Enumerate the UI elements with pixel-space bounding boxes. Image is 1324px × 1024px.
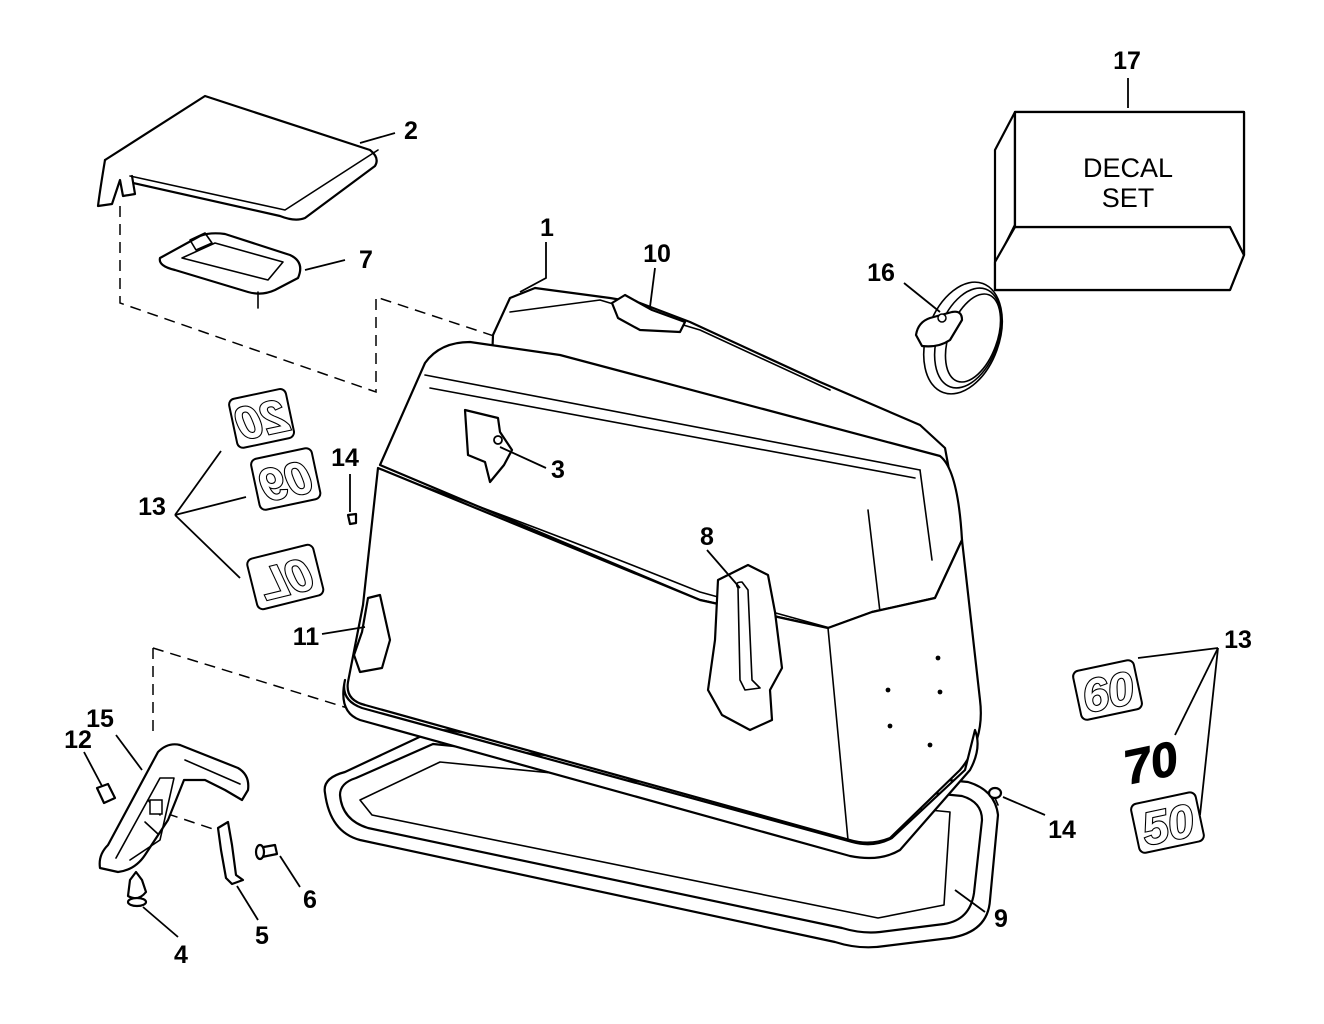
- decal-box-line2: SET: [1102, 183, 1155, 213]
- screw-part-14-left: [346, 512, 358, 526]
- callout-3: 3: [551, 456, 565, 484]
- decals-right-part-13: 60 70 50: [1072, 659, 1205, 856]
- leader-lines: [83, 78, 1219, 938]
- assembly-dashed-lines: [119, 206, 501, 833]
- callout-6: 6: [303, 886, 317, 914]
- decal-right-1: 60: [1078, 661, 1139, 723]
- callout-8: 8: [700, 523, 714, 551]
- callout-14-left: 14: [331, 444, 359, 472]
- rear-latch-part-10: [610, 293, 687, 334]
- callout-11: 11: [293, 623, 320, 651]
- decal-right-3: 50: [1137, 794, 1198, 856]
- callout-12: 12: [64, 726, 92, 754]
- gasket-ring-part-7: [158, 232, 302, 309]
- side-plate-part-11: [352, 593, 392, 674]
- engine-cowl-part-1: [342, 340, 982, 860]
- callout-17: 17: [1113, 47, 1141, 75]
- bracket-part-15: [98, 743, 250, 874]
- callout-1: 1: [540, 214, 554, 242]
- screw-part-14-right: [987, 786, 1003, 806]
- callout-13-left: 13: [138, 493, 166, 521]
- decal-box-line1: DECAL: [1083, 153, 1173, 183]
- callout-16: 16: [867, 259, 895, 287]
- decal-left-2: 09: [255, 450, 316, 512]
- callout-13-right: 13: [1224, 626, 1252, 654]
- decal-set-box-part-17: DECAL SET: [993, 110, 1246, 292]
- callout-15: 15: [86, 705, 114, 733]
- spring-clip-part-5: [216, 820, 245, 886]
- decal-right-2: 70: [1119, 732, 1183, 795]
- callout-10: 10: [643, 240, 671, 268]
- callout-7: 7: [359, 246, 373, 274]
- clip-part-12: [95, 782, 117, 805]
- decal-left-1: 20: [231, 388, 293, 450]
- cable-coil-part-16: [914, 281, 1004, 395]
- latch-plate-part-8: [706, 563, 784, 732]
- callout-5: 5: [255, 922, 269, 950]
- callout-14-right: 14: [1048, 816, 1076, 844]
- decals-left-part-13: 20 09 0L: [228, 387, 325, 612]
- bracket-part-3: [463, 408, 514, 484]
- callout-2: 2: [404, 117, 418, 145]
- callout-4: 4: [174, 941, 188, 969]
- top-cover-part-2: [96, 94, 379, 221]
- push-fastener-part-4: [126, 870, 148, 908]
- screw-part-6: [254, 843, 279, 861]
- callout-9: 9: [994, 905, 1008, 933]
- callout-numbers: 1 2 3 4 5 6 7 8 9 10 11 12 13 13 14 14 1…: [64, 47, 1252, 969]
